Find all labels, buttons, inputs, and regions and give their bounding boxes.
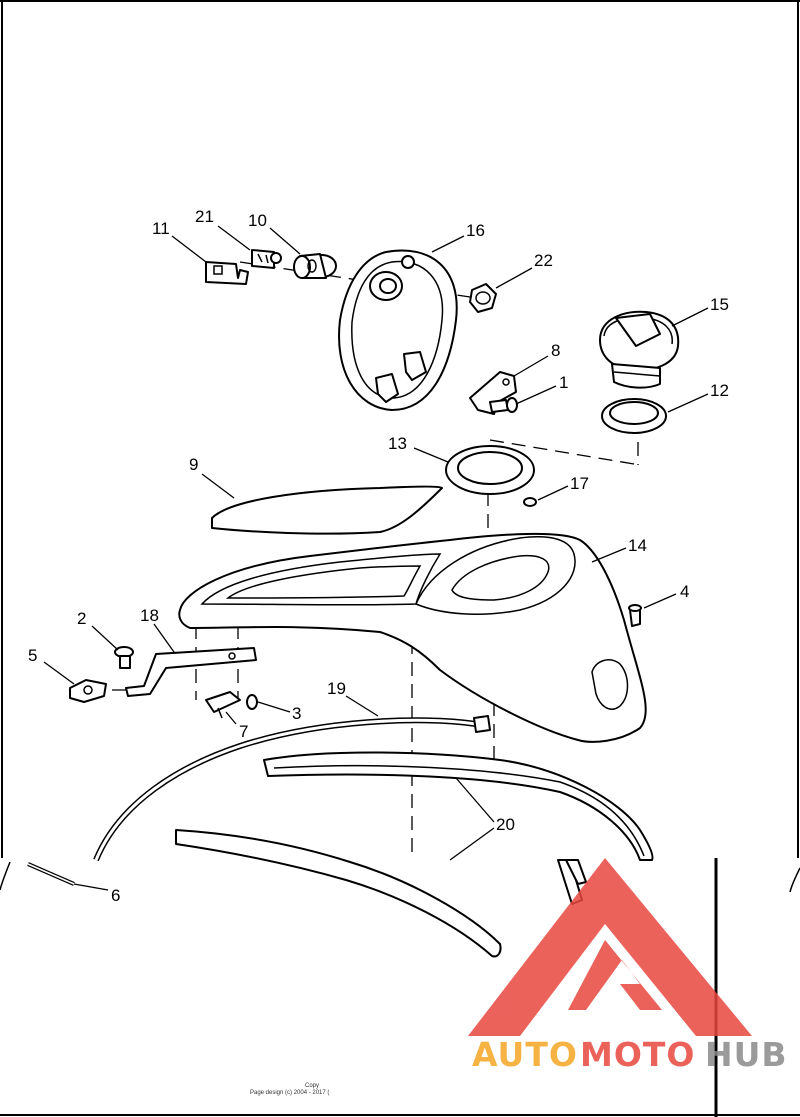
footer-copy: Copy bbox=[305, 1083, 319, 1089]
part-2-bolt bbox=[114, 646, 134, 669]
part-6-strip bbox=[27, 862, 75, 886]
callout-15: 15 bbox=[710, 295, 729, 314]
callout-22: 22 bbox=[534, 251, 553, 270]
callout-2: 2 bbox=[77, 609, 86, 628]
callout-11: 11 bbox=[152, 219, 170, 238]
logo-text-hub: HUB bbox=[705, 1035, 788, 1074]
part-13-gasket bbox=[445, 445, 535, 495]
part-16-lid-plate bbox=[338, 249, 458, 411]
part-8-bracket bbox=[469, 371, 517, 415]
callout-17: 17 bbox=[570, 474, 589, 493]
part-11-tag bbox=[205, 261, 249, 285]
logo-text-moto: MOTO bbox=[580, 1035, 695, 1074]
part-15-fuel-cap bbox=[599, 310, 680, 389]
callout-3: 3 bbox=[292, 704, 301, 723]
part-1-screw bbox=[489, 397, 518, 413]
callout-20: 20 bbox=[496, 815, 515, 834]
callout-8: 8 bbox=[551, 341, 560, 360]
part-edge-right bbox=[789, 867, 800, 893]
part-20-trim-strips bbox=[175, 751, 654, 958]
callout-4: 4 bbox=[680, 582, 689, 601]
part-3-screw bbox=[246, 694, 258, 710]
watermark-logo: AUTO MOTO HUB bbox=[468, 858, 788, 1074]
callout-1: 1 bbox=[559, 373, 568, 392]
leader-lines bbox=[43, 225, 709, 891]
logo-text-auto: AUTO bbox=[472, 1035, 578, 1074]
callout-6: 6 bbox=[111, 886, 120, 905]
part-19-hose bbox=[93, 715, 491, 862]
callout-labels: 1 2 3 4 5 6 7 8 9 10 11 12 13 14 15 16 1… bbox=[28, 207, 729, 905]
part-21-clip bbox=[251, 249, 282, 269]
part-4-screw bbox=[628, 604, 642, 627]
footer-page-design: Page design (c) 2004 - 2017 ( bbox=[250, 1090, 329, 1096]
logo-inner-mark bbox=[568, 940, 662, 1010]
callout-14: 14 bbox=[628, 536, 647, 555]
callout-19: 19 bbox=[327, 679, 346, 698]
part-10-lock-cylinder bbox=[293, 253, 337, 279]
callout-18: 18 bbox=[140, 606, 159, 625]
callout-5: 5 bbox=[28, 646, 37, 665]
callout-16: 16 bbox=[466, 221, 485, 240]
callout-13: 13 bbox=[388, 434, 407, 453]
part-edge-left bbox=[0, 861, 11, 891]
callout-12: 12 bbox=[710, 381, 729, 400]
callout-10: 10 bbox=[248, 211, 267, 230]
part-22-nut bbox=[469, 283, 497, 313]
callout-7: 7 bbox=[239, 722, 248, 741]
logo-triangle bbox=[468, 858, 752, 1036]
part-9-pad bbox=[211, 485, 443, 535]
part-14-tank-console bbox=[178, 532, 647, 743]
part-17-grommet bbox=[523, 497, 537, 507]
part-12-o-ring bbox=[601, 398, 667, 434]
callout-21: 21 bbox=[195, 207, 214, 226]
part-18-bracket bbox=[125, 647, 257, 697]
callout-9: 9 bbox=[189, 455, 198, 474]
part-5-clip-nut bbox=[69, 679, 107, 703]
part-7-clip bbox=[205, 691, 241, 719]
